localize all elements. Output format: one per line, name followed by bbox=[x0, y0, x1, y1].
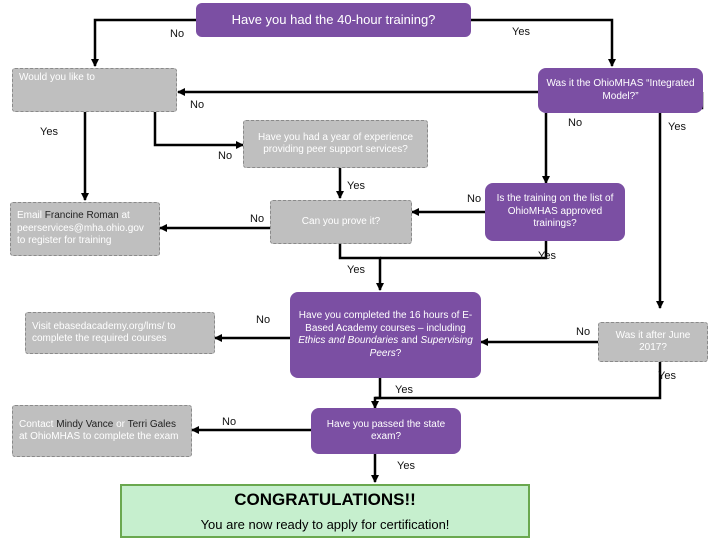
email-suffix: at peerservices@mha.ohio.gov to register… bbox=[17, 210, 144, 247]
edge-label-would-like-no: No bbox=[218, 150, 233, 162]
edge-label-wait-no: No bbox=[250, 213, 265, 225]
question-year-experience: Have you had a year of experience provid… bbox=[243, 120, 428, 168]
action-email-register: Email Francine Roman at peerservices@mha… bbox=[10, 202, 160, 256]
question-integrated-model-text: Was it the OhioMHAS “Integrated Model?” bbox=[546, 78, 695, 102]
contact-prefix: Contact bbox=[19, 418, 54, 430]
edge-ebased-yes bbox=[371, 378, 382, 409]
question-integrated-model: Was it the OhioMHAS “Integrated Model?” bbox=[538, 68, 703, 113]
question-40-hour-training: Have you had the 40-hour training? bbox=[196, 3, 471, 37]
question-year-experience-text: Have you had a year of experience provid… bbox=[257, 131, 414, 156]
question-can-you-prove: Can you prove it? bbox=[270, 200, 412, 244]
edge-label-approved-no: No bbox=[467, 193, 482, 205]
final-subtitle: You are now ready to apply for certifica… bbox=[200, 516, 450, 532]
edge-label-exam-yes: Yes bbox=[397, 460, 415, 472]
action-visit-ebased-academy: Visit ebasedacademy.org/lms/ to complete… bbox=[25, 312, 215, 354]
action-would-you-like-text: Would you like to bbox=[19, 72, 95, 83]
ebased-end: ? bbox=[395, 347, 402, 359]
final-title: CONGRATULATIONS!! bbox=[234, 490, 416, 510]
contact-suffix: at OhioMHAS to complete the exam bbox=[19, 431, 179, 442]
question-approved-list: Is the training on the list of OhioMHAS … bbox=[485, 183, 625, 241]
edge-wait-yes bbox=[338, 244, 384, 291]
question-after-june-2017-text: Was it after June 2017? bbox=[615, 329, 691, 354]
ebased-supervising: Supervising Peers bbox=[369, 335, 473, 359]
edge-label-approved-yes: Yes bbox=[538, 250, 556, 262]
edge-training-yes bbox=[471, 18, 616, 67]
ebased-and: and bbox=[401, 335, 418, 346]
edge-approved-yes bbox=[380, 241, 548, 260]
question-state-exam: Have you passed the state exam? bbox=[311, 408, 461, 454]
edge-label-wait-yes: Yes bbox=[347, 264, 365, 276]
edge-label-would-like-yes: Yes bbox=[40, 126, 58, 138]
edge-label-experience-yes: Yes bbox=[347, 180, 365, 192]
edge-label-integrated-no-2: No bbox=[568, 117, 583, 129]
edge-label-training-yes: Yes bbox=[512, 26, 530, 38]
edge-label-dated-no: No bbox=[576, 326, 591, 338]
action-would-you-like: Would you like to bbox=[12, 68, 177, 112]
ebased-ethics: Ethics and Boundaries bbox=[298, 335, 399, 346]
contact-name-2: Terri Gales bbox=[127, 418, 176, 430]
question-approved-list-text: Is the training on the list of OhioMHAS … bbox=[496, 193, 614, 230]
action-contact-exam: Contact Mindy Vance or Terri Gales at Oh… bbox=[12, 405, 192, 457]
edge-label-ebased-no: No bbox=[256, 314, 271, 326]
question-ebased-courses: Have you completed the 16 hours of E-Bas… bbox=[290, 292, 481, 378]
edge-label-ebased-yes: Yes bbox=[395, 384, 413, 396]
edge-label-dated-yes: Yes bbox=[658, 370, 676, 382]
edge-training-no bbox=[91, 18, 218, 67]
edge-label-integrated-yes: Yes bbox=[668, 121, 686, 133]
edge-label-integrated-no: No bbox=[190, 99, 205, 111]
email-contact-name: Francine Roman bbox=[44, 210, 119, 222]
question-state-exam-text: Have you passed the state exam? bbox=[326, 418, 446, 443]
contact-mid: or bbox=[116, 418, 126, 430]
ebased-text-1: Have you completed the 16 hours of E-Bas… bbox=[298, 310, 473, 334]
question-40-hour-training-text: Have you had the 40-hour training? bbox=[231, 11, 436, 27]
edge-label-exam-no: No bbox=[222, 416, 237, 428]
contact-name-1: Mindy Vance bbox=[56, 418, 114, 430]
final-congratulations-box: CONGRATULATIONS!! You are now ready to a… bbox=[120, 484, 530, 538]
edge-dated-yes bbox=[375, 362, 662, 400]
action-visit-ebased-academy-text: Visit ebasedacademy.org/lms/ to complete… bbox=[32, 320, 176, 345]
question-after-june-2017: Was it after June 2017? bbox=[598, 322, 708, 362]
question-can-you-prove-text: Can you prove it? bbox=[301, 215, 381, 227]
edge-would-like-no bbox=[153, 112, 244, 149]
edge-label-training-no: No bbox=[170, 28, 185, 40]
email-prefix: Email bbox=[17, 210, 43, 222]
